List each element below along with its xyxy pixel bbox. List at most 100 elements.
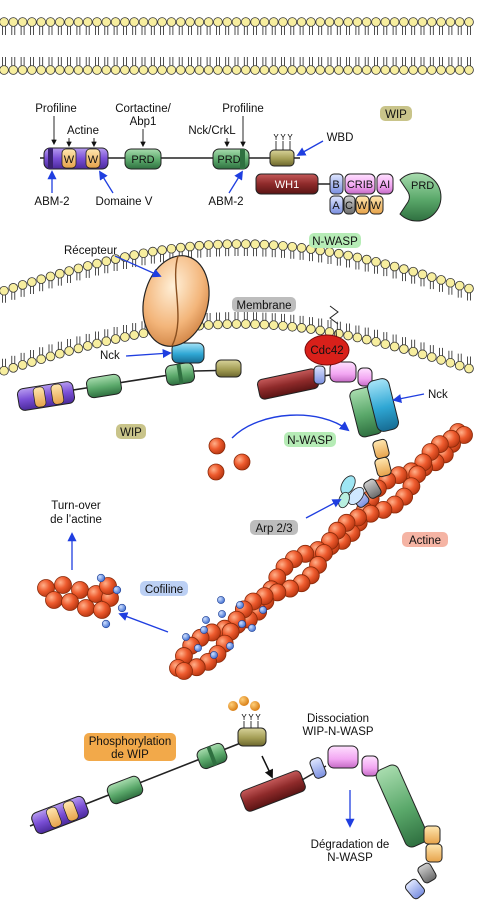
lipid-head xyxy=(120,17,130,27)
lipid-head xyxy=(36,274,46,285)
lipid-head xyxy=(129,330,140,340)
lipid-head xyxy=(343,250,353,261)
lipid-head xyxy=(92,65,102,75)
b-label: B xyxy=(332,179,339,191)
lipid-head xyxy=(408,65,419,75)
actin-subunit xyxy=(175,662,193,680)
abm2-band xyxy=(48,148,53,169)
lipid-head xyxy=(464,65,474,75)
actin-subunit xyxy=(77,599,95,617)
lipid-head xyxy=(454,360,465,371)
lipid-head xyxy=(333,248,344,259)
nck-label-left: Nck xyxy=(100,350,120,362)
lipid-head xyxy=(54,268,65,279)
lipid-head xyxy=(241,17,251,27)
actin-monomer xyxy=(208,437,226,455)
lipid-head xyxy=(436,65,446,75)
lipid-head xyxy=(101,336,112,347)
cofilin xyxy=(259,606,267,614)
cofilin xyxy=(96,573,106,583)
cofiline-tag xyxy=(140,581,188,596)
lipid-head xyxy=(231,239,242,249)
lipid-head xyxy=(27,17,37,27)
actin-filament xyxy=(169,423,473,680)
lipid-head xyxy=(278,65,288,75)
crib-domain xyxy=(344,173,376,195)
lipid-head xyxy=(45,271,56,282)
lipid-head xyxy=(399,65,409,75)
dissociation-label-2: WIP-N-WASP xyxy=(302,726,373,738)
lipid-head xyxy=(110,65,121,75)
y-label-3: Y xyxy=(287,133,293,142)
lipid-head xyxy=(352,65,363,75)
lipid-head xyxy=(278,321,288,331)
lipid-head xyxy=(175,65,186,75)
wip-tag-mid xyxy=(116,424,146,439)
phosphate xyxy=(239,696,249,706)
w-label-nwasp-2: W xyxy=(371,200,382,212)
lipid-head xyxy=(203,320,214,330)
lipid-head xyxy=(222,65,233,75)
lipid-head xyxy=(250,319,260,330)
lipid-head xyxy=(110,334,121,344)
lipid-head xyxy=(138,65,149,75)
lipid-head xyxy=(259,239,270,250)
lipid-head xyxy=(64,346,74,356)
lipid-head xyxy=(231,17,242,27)
nwasp-label-top: N-WASP xyxy=(312,236,358,248)
cofilin xyxy=(101,619,111,629)
lipid-head xyxy=(101,17,112,27)
lipid-head xyxy=(306,17,316,27)
lipid-head xyxy=(343,65,353,75)
lipid-head xyxy=(175,242,186,253)
wip-abm-region xyxy=(16,381,76,411)
nwasp-wh1-bottom xyxy=(240,770,306,812)
lipid-head xyxy=(222,319,233,329)
cofiline-label: Cofiline xyxy=(145,584,183,596)
wip-abm-bottom xyxy=(31,795,89,835)
receptor-scene: Cdc42 Récepteur Membrane Nck Nck WI xyxy=(16,245,448,547)
lipid-head xyxy=(399,264,409,274)
membrane-label: Membrane xyxy=(237,300,292,312)
lipid-head xyxy=(92,17,102,27)
lipid-head xyxy=(454,65,465,75)
lipid-head xyxy=(445,357,456,368)
lipid-head xyxy=(380,259,391,269)
lipid-head xyxy=(343,330,353,341)
lipid-head xyxy=(315,65,326,75)
wip-domain-schematic: W W PRD PRD Y Y Y Profiline Actine Corta… xyxy=(34,103,412,208)
lipid-head xyxy=(296,323,307,333)
c-domain xyxy=(343,195,356,215)
lipid-head xyxy=(268,65,279,75)
wip-wbd xyxy=(215,359,242,378)
turnover-label-2: de l’actine xyxy=(50,514,102,526)
w-label-nwasp-1: W xyxy=(357,200,368,212)
lipid-head xyxy=(129,250,140,260)
lipid-head xyxy=(54,17,65,27)
lipid-head xyxy=(129,65,140,75)
lipid-head xyxy=(45,17,56,27)
lipid-head xyxy=(241,319,251,329)
lipid-head xyxy=(138,328,149,339)
lipid-head xyxy=(73,263,84,274)
wip-tag-top xyxy=(380,106,412,121)
lipid-head xyxy=(287,17,298,27)
lipid-head xyxy=(36,17,46,27)
lipid-head xyxy=(380,65,391,75)
lipid-head xyxy=(222,239,233,249)
cofilin xyxy=(182,633,190,641)
lipid-head xyxy=(194,240,205,251)
nwasp-ai-bottom xyxy=(361,755,379,777)
prd-label-1: PRD xyxy=(131,154,154,166)
lipid-head xyxy=(361,65,372,75)
lipid-head xyxy=(268,17,279,27)
lipid-head xyxy=(371,256,381,267)
lipid-head xyxy=(213,17,223,27)
lipid-head xyxy=(92,338,102,349)
lipid-head xyxy=(45,351,56,362)
arp23-label: Arp 2/3 xyxy=(255,523,292,535)
lipid-head xyxy=(324,17,335,27)
cofilin-bound-filament xyxy=(182,596,267,659)
lipid-head xyxy=(203,65,214,75)
cofilin xyxy=(236,601,244,609)
